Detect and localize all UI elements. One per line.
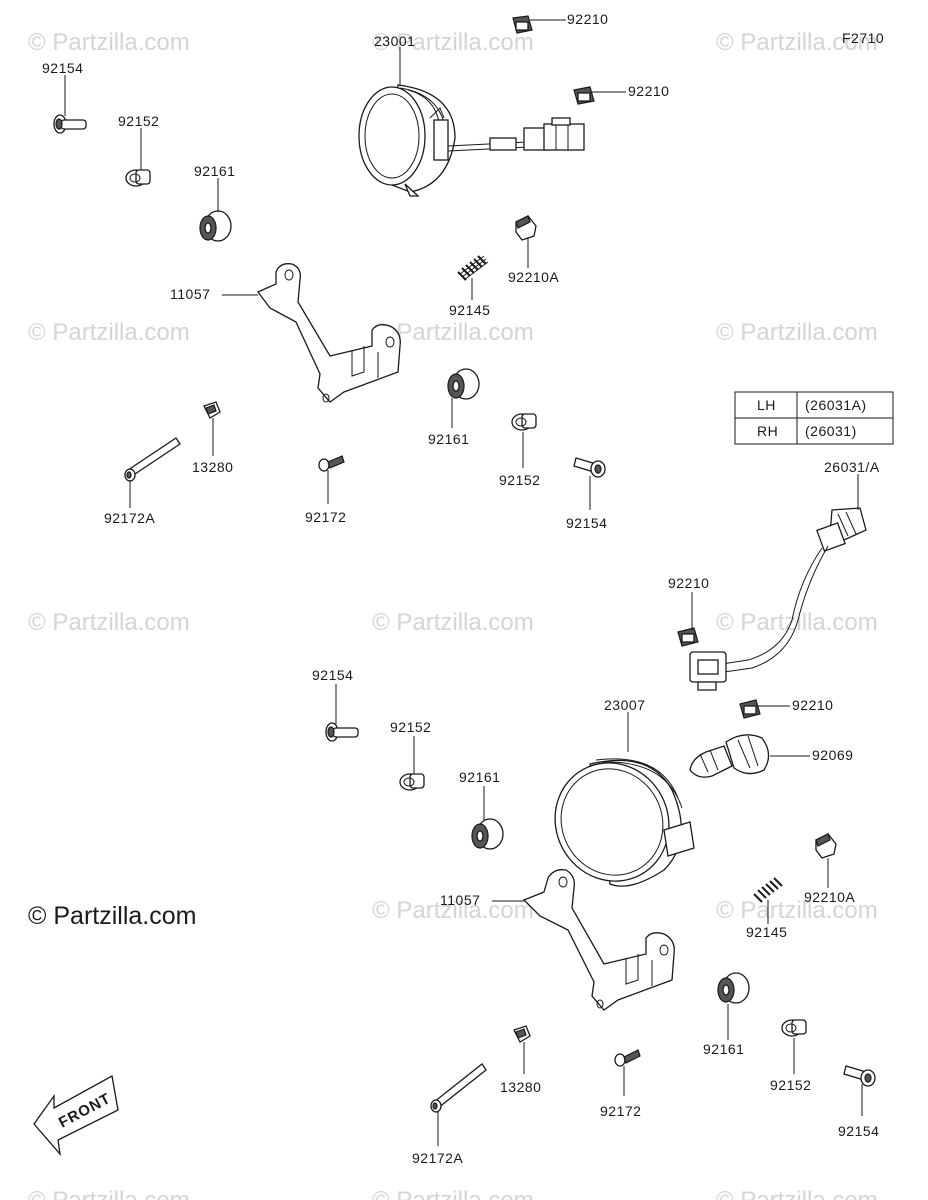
- clip-92210A[interactable]: [815, 833, 837, 859]
- label-26031A[interactable]: 26031/A: [824, 459, 880, 475]
- watermark: © Partzilla.com: [716, 319, 878, 346]
- label-92172[interactable]: 92172: [600, 1103, 641, 1119]
- watermark: © Partzilla.com: [716, 29, 878, 56]
- label-92154[interactable]: 92154: [42, 60, 83, 76]
- label-92172[interactable]: 92172: [305, 509, 346, 525]
- bolt-92172A[interactable]: [430, 1063, 487, 1113]
- label-92210[interactable]: 92210: [792, 697, 833, 713]
- label-92172A[interactable]: 92172A: [104, 510, 155, 526]
- grommet-92161[interactable]: [717, 972, 750, 1004]
- label-92069[interactable]: 92069: [812, 747, 853, 763]
- label-92161[interactable]: 92161: [428, 431, 469, 447]
- table-part-rh: (26031): [805, 423, 857, 439]
- table-part-lh: (26031A): [805, 397, 867, 413]
- side-reference-table: LH (26031A) RH (26031): [734, 391, 894, 445]
- bracket-11057[interactable]: [522, 869, 675, 1011]
- grommet-92161[interactable]: [447, 368, 480, 400]
- label-11057[interactable]: 11057: [170, 286, 210, 302]
- label-92152[interactable]: 92152: [499, 472, 540, 488]
- watermark: © Partzilla.com: [372, 609, 534, 636]
- collar-92152[interactable]: [125, 169, 151, 187]
- spring-92145[interactable]: [753, 877, 783, 903]
- bolt-92154[interactable]: [573, 457, 606, 478]
- spring-92145[interactable]: [457, 255, 489, 281]
- collar-92152[interactable]: [511, 413, 537, 431]
- label-23001[interactable]: 23001: [374, 33, 415, 49]
- label-92154[interactable]: 92154: [838, 1123, 879, 1139]
- fog-lamp-23007[interactable]: [534, 743, 695, 902]
- watermark: © Partzilla.com: [28, 319, 190, 346]
- label-92161[interactable]: 92161: [459, 769, 500, 785]
- clip-92210[interactable]: [512, 15, 533, 34]
- label-92161[interactable]: 92161: [703, 1041, 744, 1057]
- fog-lamp-23001[interactable]: [358, 84, 585, 197]
- grommet-92161[interactable]: [199, 210, 232, 242]
- label-92210[interactable]: 92210: [668, 575, 709, 591]
- watermark: © Partzilla.com: [716, 897, 878, 924]
- label-13280[interactable]: 13280: [500, 1079, 541, 1095]
- label-92210[interactable]: 92210: [628, 83, 669, 99]
- clip-13280[interactable]: [203, 401, 221, 419]
- label-92210[interactable]: 92210: [567, 11, 608, 27]
- label-92161[interactable]: 92161: [194, 163, 235, 179]
- watermark: © Partzilla.com: [28, 29, 190, 56]
- label-92154[interactable]: 92154: [312, 667, 353, 683]
- grommet-92161[interactable]: [471, 818, 504, 850]
- label-92145[interactable]: 92145: [449, 302, 490, 318]
- label-92152[interactable]: 92152: [390, 719, 431, 735]
- screw-92172[interactable]: [318, 455, 345, 472]
- label-13280[interactable]: 13280: [192, 459, 233, 475]
- screw-92172[interactable]: [614, 1049, 641, 1067]
- harness-26031A[interactable]: [689, 507, 867, 691]
- label-92145[interactable]: 92145: [746, 924, 787, 940]
- bolt-92154[interactable]: [843, 1065, 876, 1087]
- front-arrow-icon: FRONT: [33, 1074, 119, 1157]
- bracket-11057[interactable]: [256, 263, 401, 403]
- table-side-rh: RH: [757, 423, 778, 439]
- label-92152[interactable]: 92152: [118, 113, 159, 129]
- clip-92210[interactable]: [677, 627, 699, 647]
- bolt-92172A[interactable]: [124, 437, 181, 482]
- collar-92152[interactable]: [399, 773, 425, 791]
- label-11057[interactable]: 11057: [440, 892, 480, 908]
- collar-92152[interactable]: [781, 1019, 807, 1037]
- label-92172A[interactable]: 92172A: [412, 1150, 463, 1166]
- bolt-92154[interactable]: [53, 114, 87, 134]
- label-92210A[interactable]: 92210A: [508, 269, 559, 285]
- clip-92210A[interactable]: [515, 215, 537, 241]
- label-92154[interactable]: 92154: [566, 515, 607, 531]
- figure-code: F2710: [842, 30, 884, 46]
- watermark-layer: © Partzilla.com © Partzilla.com © Partzi…: [28, 29, 878, 1200]
- clip-13280[interactable]: [513, 1025, 531, 1043]
- watermark: © Partzilla.com: [372, 1187, 534, 1200]
- watermark: © Partzilla.com: [716, 1187, 878, 1200]
- watermark: © Partzilla.com: [28, 1187, 190, 1200]
- bulb-92069[interactable]: [689, 734, 770, 778]
- watermark: © Partzilla.com: [372, 29, 534, 56]
- table-side-lh: LH: [757, 397, 776, 413]
- clip-92210[interactable]: [573, 86, 595, 105]
- label-92152[interactable]: 92152: [770, 1077, 811, 1093]
- copyright-text: © Partzilla.com: [28, 902, 196, 930]
- label-92210A[interactable]: 92210A: [804, 889, 855, 905]
- bolt-92154[interactable]: [325, 722, 359, 742]
- clip-92210[interactable]: [739, 699, 761, 719]
- label-23007[interactable]: 23007: [604, 697, 645, 713]
- watermark: © Partzilla.com: [28, 609, 190, 636]
